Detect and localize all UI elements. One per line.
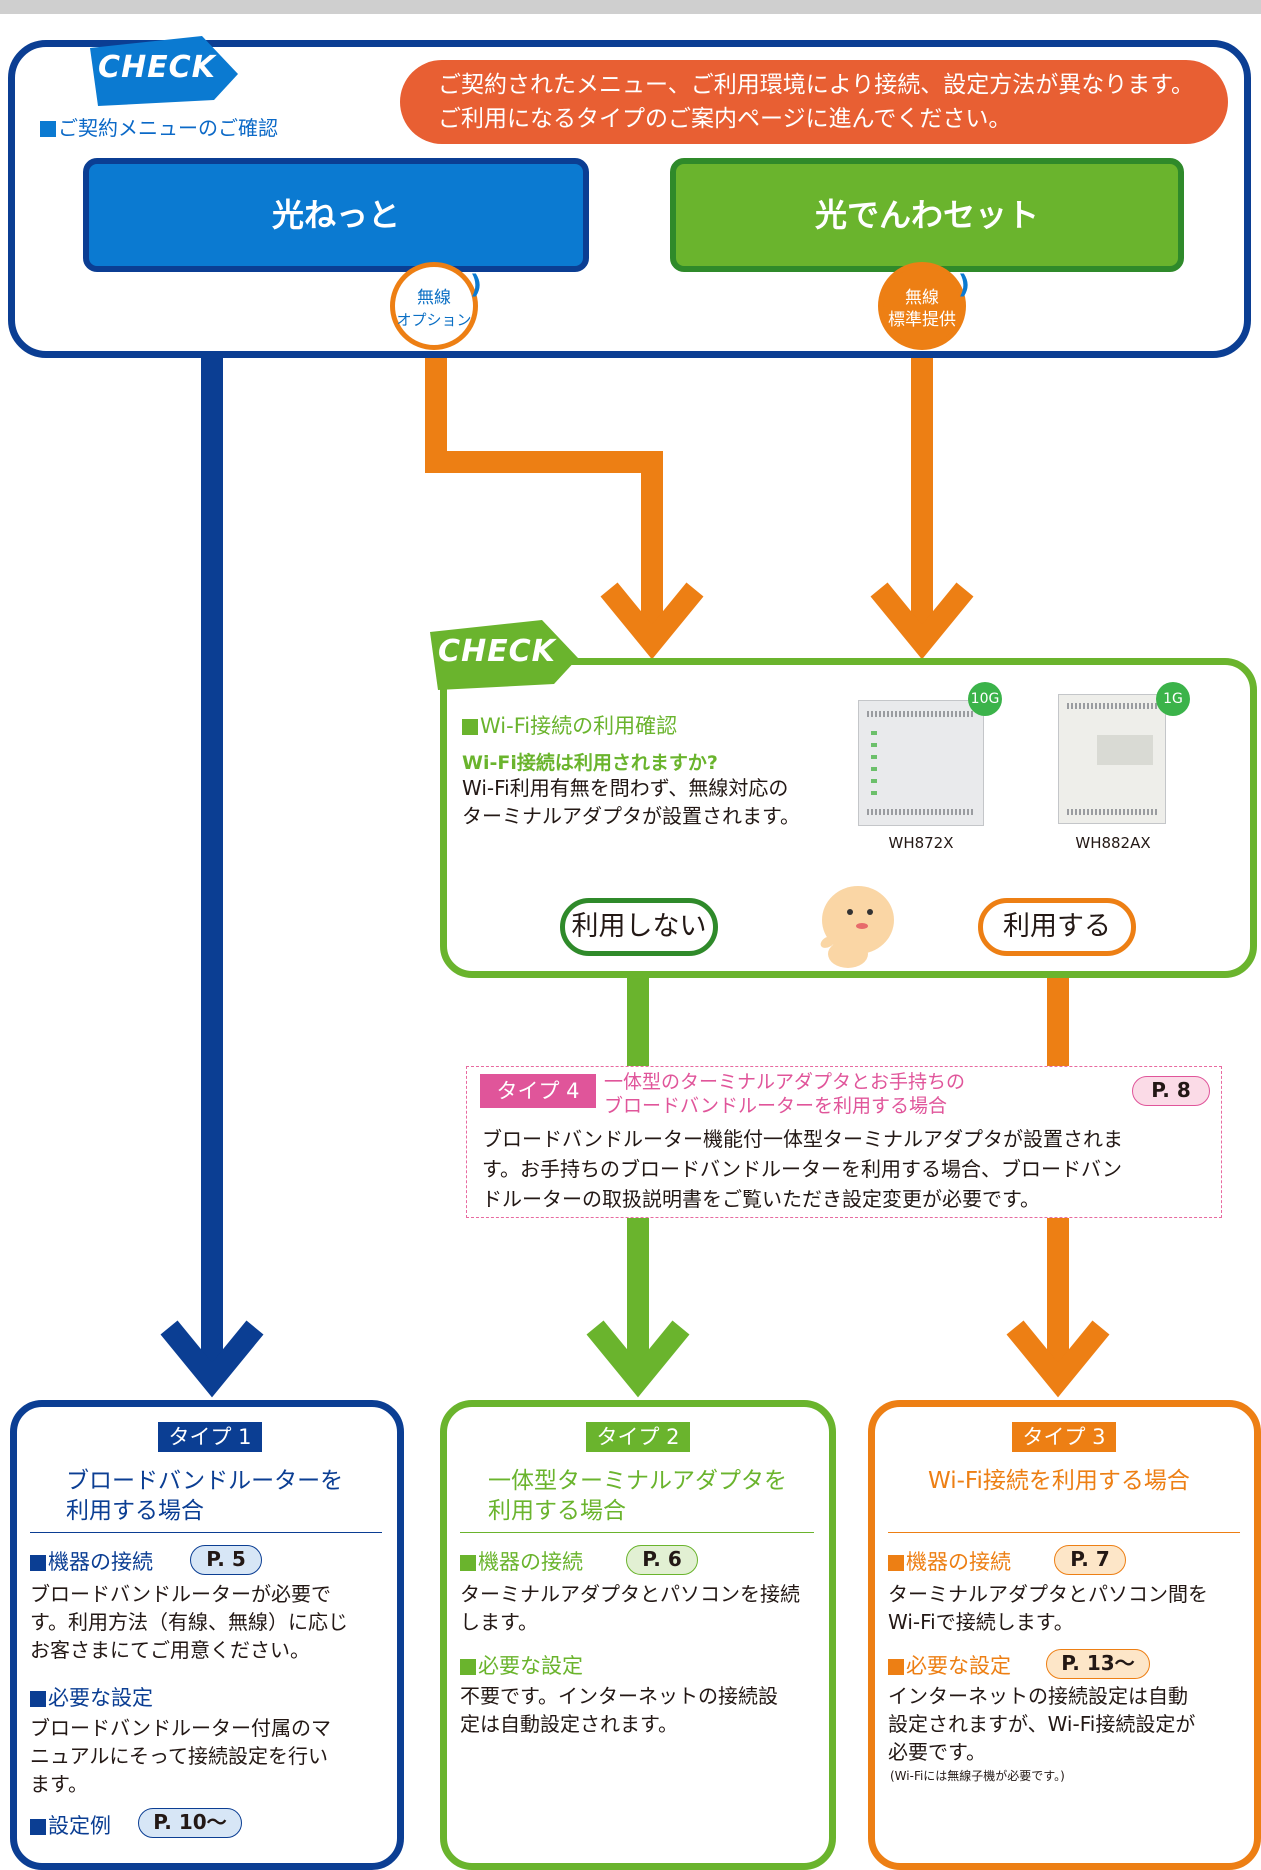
type3-tag: タイプ 3: [1012, 1422, 1116, 1452]
type3-note: (Wi-Fiには無線子機が必要です。): [890, 1769, 1065, 1783]
badge-wireless-standard: 無線 標準提供: [878, 262, 966, 350]
type1-settings-text: ブロードバンドルーター付属のマ ニュアルにそって接続設定を行い ます。: [30, 1716, 331, 1796]
notice-banner: ご契約されたメニュー、ご利用環境により接続、設定方法が異なります。 ご利用になる…: [400, 60, 1228, 144]
wifi-description: Wi-Fi利用有無を問わず、無線対応の ターミナルアダプタが設置されます。: [462, 776, 800, 828]
type1-title: ブロードバンドルーターを 利用する場合: [66, 1468, 344, 1524]
type2-title: 一体型ターミナルアダプタを 利用する場合: [488, 1468, 787, 1524]
type2-settings-heading: 必要な設定: [460, 1650, 583, 1680]
type1-tag: タイプ 1: [158, 1422, 262, 1452]
device-wh872x-image: [858, 700, 984, 826]
type1-connection-page-link[interactable]: P. 5: [190, 1545, 262, 1575]
device-label-wh882ax: WH882AX: [1075, 834, 1151, 852]
notice-line-2: ご利用になるタイプのご案内ページに進んでください。: [438, 106, 1012, 132]
type2-tag: タイプ 2: [586, 1422, 690, 1452]
wireless-icon: ): [958, 270, 970, 300]
device-wh882ax-image: [1058, 694, 1166, 824]
mascot-icon: [820, 886, 894, 968]
arrowhead-option: [600, 582, 704, 660]
device-label-wh872x: WH872X: [888, 834, 954, 852]
notice-line-1: ご契約されたメニュー、ご利用環境により接続、設定方法が異なります。: [438, 72, 1195, 98]
label-plate: [1097, 735, 1153, 765]
menu-hikari-denwa-set[interactable]: 光でんわセット: [670, 158, 1184, 272]
type2-divider: [460, 1532, 814, 1533]
type4-page-link[interactable]: P. 8: [1132, 1076, 1210, 1106]
type2-settings-text: 不要です。インターネットの接続設 定は自動設定されます。: [460, 1684, 778, 1736]
arrowhead-type1: [160, 1320, 264, 1398]
wifi-question: Wi-Fi接続は利用されますか?: [462, 752, 718, 774]
check-label-wifi: CHECK: [438, 634, 556, 669]
type1-divider: [30, 1532, 382, 1533]
type3-settings-text: インターネットの接続設定は自動 設定されますが、Wi-Fi接続設定が 必要です。: [888, 1684, 1196, 1764]
type1-example-heading: 設定例: [30, 1810, 111, 1840]
check-label-top: CHECK: [98, 50, 216, 85]
square-bullet-icon: [40, 121, 56, 137]
type4-title: 一体型のターミナルアダプタとお手持ちの ブロードバンドルーターを利用する場合: [604, 1071, 966, 1117]
type1-connection-heading: 機器の接続: [30, 1546, 153, 1576]
check-tag-top: [90, 36, 238, 106]
vent-grill: [1067, 703, 1157, 709]
type2-connection-text: ターミナルアダプタとパソコンを接続 します。: [460, 1582, 800, 1634]
type3-title: Wi-Fi接続を利用する場合: [928, 1468, 1190, 1494]
type2-connection-heading: 機器の接続: [460, 1546, 583, 1576]
type1-connection-text: ブロードバンドルーターが必要で す。利用方法（有線、無線）に応じ お客さまにてご…: [30, 1582, 348, 1662]
type4-tag: タイプ 4: [480, 1074, 596, 1108]
menu-hikari-net[interactable]: 光ねっと: [83, 158, 589, 272]
vent-grill: [867, 711, 975, 717]
type3-settings-heading: 必要な設定: [888, 1650, 1011, 1680]
type3-connection-page-link[interactable]: P. 7: [1054, 1545, 1126, 1575]
type1-example-page-link[interactable]: P. 10〜: [138, 1808, 242, 1838]
section-title-contract: ご契約メニューのご確認: [40, 112, 278, 141]
badge-10g: 10G: [968, 682, 1002, 716]
choice-use-wifi[interactable]: 利用する: [978, 898, 1136, 956]
arrowhead-type2: [586, 1320, 690, 1398]
arrowhead-type3: [1006, 1320, 1110, 1398]
type4-description: ブロードバンドルーター機能付一体型ターミナルアダプタが設置されま す。お手持ちの…: [482, 1127, 1123, 1211]
type2-panel: [440, 1400, 836, 1870]
wifi-section-title: Wi-Fi接続の利用確認: [462, 710, 677, 740]
type3-settings-page-link[interactable]: P. 13〜: [1046, 1649, 1150, 1679]
square-bullet-icon: [462, 719, 478, 735]
type1-panel: [10, 1400, 404, 1870]
badge-wireless-option: 無線 オプション: [390, 262, 478, 350]
type1-settings-heading: 必要な設定: [30, 1682, 153, 1712]
arrowhead-std: [870, 582, 974, 660]
type3-connection-text: ターミナルアダプタとパソコン間を Wi-Fiで接続します。: [888, 1582, 1208, 1634]
top-bar: [0, 0, 1261, 14]
type3-panel: [868, 1400, 1261, 1870]
choice-not-use-wifi[interactable]: 利用しない: [560, 898, 718, 956]
type3-connection-heading: 機器の接続: [888, 1546, 1011, 1576]
type2-connection-page-link[interactable]: P. 6: [626, 1545, 698, 1575]
vent-grill: [867, 809, 975, 815]
check-tag-wifi: [430, 620, 578, 690]
badge-1g: 1G: [1156, 682, 1190, 716]
arrow-option-to-wifi: [425, 350, 663, 628]
vent-grill: [1067, 809, 1157, 815]
wireless-icon: ): [470, 270, 482, 300]
type3-divider: [888, 1532, 1240, 1533]
